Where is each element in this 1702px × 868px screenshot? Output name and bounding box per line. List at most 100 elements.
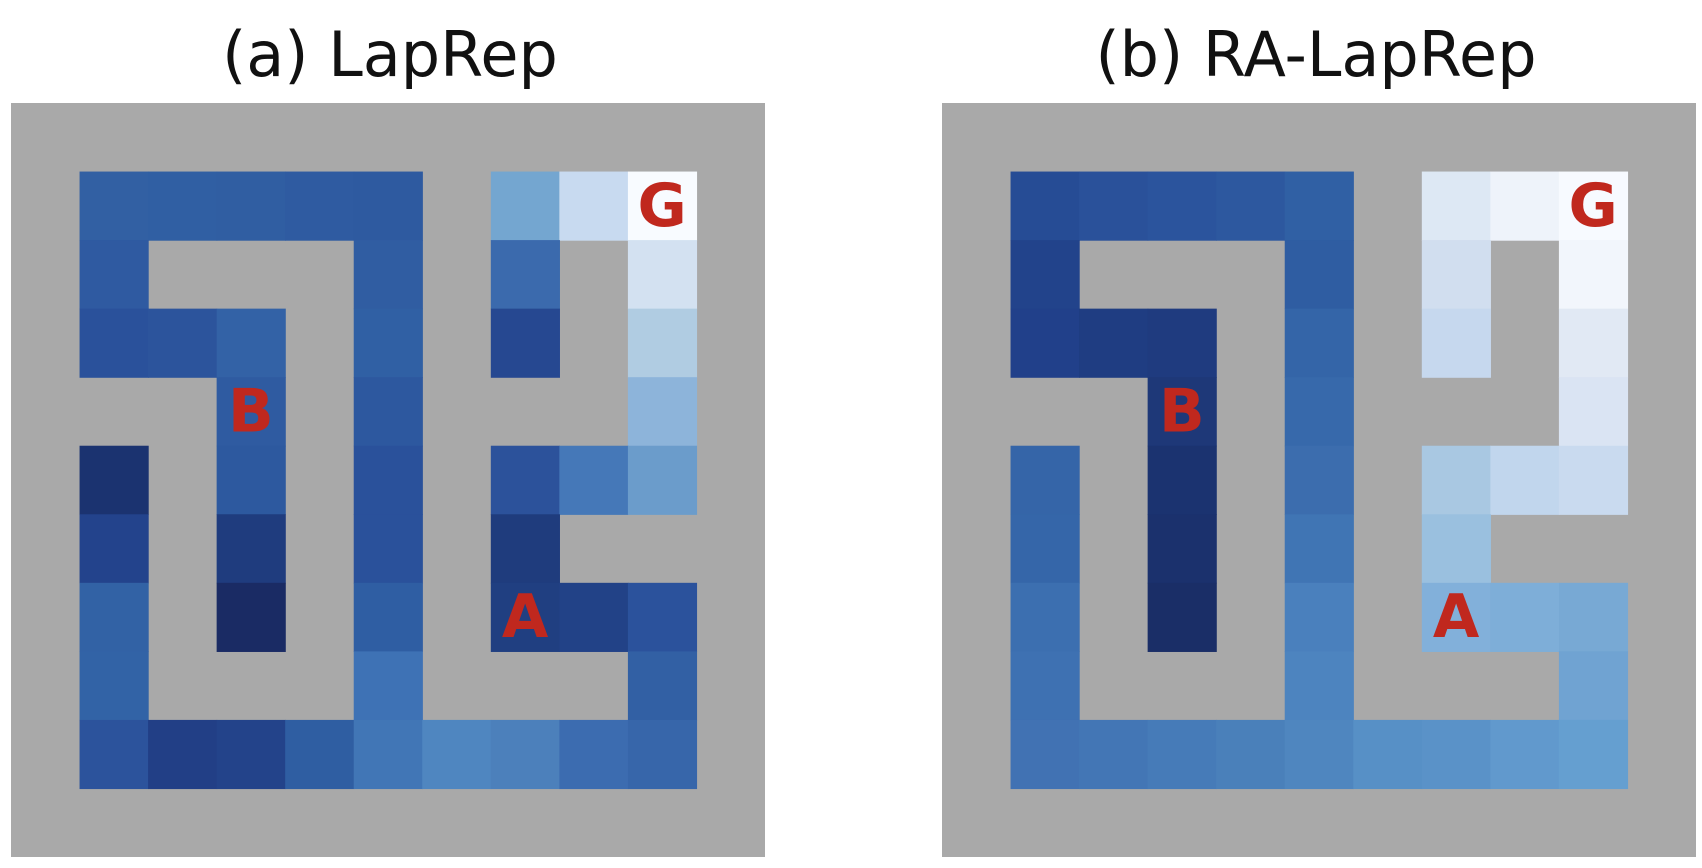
maze-cell <box>1147 171 1217 241</box>
maze-cell <box>285 719 355 790</box>
panel-b-title: (b) RA-LapRep <box>1095 18 1537 91</box>
maze-cell <box>1490 445 1560 515</box>
maze-cell <box>422 719 492 790</box>
maze-cell <box>1216 719 1286 790</box>
maze-cell <box>1147 514 1217 584</box>
maze-cell <box>1421 171 1491 241</box>
maze-cell <box>559 719 629 790</box>
maze-cell <box>1558 377 1629 447</box>
maze-cell <box>353 514 423 584</box>
panel-b-marker-g: G <box>1569 171 1618 241</box>
maze-cell <box>1558 240 1629 310</box>
maze-cell <box>1558 445 1629 515</box>
maze-cell <box>490 445 560 515</box>
maze-cell <box>627 582 698 652</box>
maze-cell <box>1079 171 1149 241</box>
maze-cell <box>1284 377 1354 447</box>
panel-a-marker-g: G <box>638 171 687 241</box>
maze-cell <box>627 377 698 447</box>
maze-cell <box>1284 171 1354 241</box>
maze-cell <box>1421 514 1491 584</box>
maze-cell <box>1147 582 1217 652</box>
maze-cell <box>1421 445 1491 515</box>
maze-cell <box>627 651 698 721</box>
maze-cell <box>1010 171 1080 241</box>
maze-cell <box>148 719 218 790</box>
maze-cell <box>216 308 286 378</box>
maze-cell <box>1010 582 1080 652</box>
maze-cell <box>353 651 423 721</box>
maze-cell <box>490 514 560 584</box>
maze-cell <box>1284 651 1354 721</box>
maze-cell <box>1558 171 1629 241</box>
maze-cell <box>1558 651 1629 721</box>
maze-cell <box>1284 445 1354 515</box>
maze-cell <box>79 582 149 652</box>
maze-cell <box>353 240 423 310</box>
maze-cell <box>1010 514 1080 584</box>
maze-cell <box>79 308 149 378</box>
maze-cell <box>216 719 286 790</box>
maze-cell <box>79 240 149 310</box>
maze-cell <box>1490 171 1560 241</box>
maze-cell <box>1284 308 1354 378</box>
maze-cell <box>353 582 423 652</box>
maze-cell <box>1079 308 1149 378</box>
maze-cell <box>353 308 423 378</box>
maze-cell <box>1010 240 1080 310</box>
panel-a-title: (a) LapRep <box>222 18 558 91</box>
maze-cell <box>216 377 286 447</box>
panel-b-marker-a: A <box>1433 582 1480 652</box>
maze-cell <box>79 719 149 790</box>
maze-cell <box>1284 719 1354 790</box>
maze-cell <box>1284 514 1354 584</box>
maze-cell <box>1558 582 1629 652</box>
maze-cell <box>490 719 560 790</box>
maze-cell <box>559 171 629 241</box>
maze-cell <box>1558 308 1629 378</box>
maze-cell <box>353 719 423 790</box>
maze-cell <box>216 582 286 652</box>
panel-a-marker-a: A <box>502 582 549 652</box>
maze-cell <box>1010 445 1080 515</box>
maze-cell <box>627 308 698 378</box>
maze-cell <box>353 445 423 515</box>
maze-cell <box>79 651 149 721</box>
maze-cell <box>285 171 355 241</box>
maze-cell <box>1353 719 1423 790</box>
panel-a-maze: G B A <box>11 103 765 857</box>
maze-cell <box>559 445 629 515</box>
maze-cell <box>79 514 149 584</box>
maze-cell <box>490 308 560 378</box>
maze-cell <box>1421 308 1491 378</box>
maze-cell <box>1147 377 1217 447</box>
maze-cell <box>1147 445 1217 515</box>
maze-cell <box>1421 240 1491 310</box>
maze-cell <box>559 582 629 652</box>
maze-cell <box>1558 719 1629 790</box>
maze-cell <box>627 445 698 515</box>
maze-cell <box>148 308 218 378</box>
maze-cell <box>1490 719 1560 790</box>
maze-cell <box>1284 240 1354 310</box>
maze-cell <box>1010 651 1080 721</box>
maze-cell <box>490 240 560 310</box>
maze-cell <box>627 240 698 310</box>
maze-cell <box>1147 308 1217 378</box>
panel-b-marker-b: B <box>1159 376 1205 446</box>
maze-cell <box>490 171 560 241</box>
maze-cell <box>627 719 698 790</box>
maze-cell <box>1490 582 1560 652</box>
maze-cell <box>216 514 286 584</box>
maze-cell <box>1284 582 1354 652</box>
maze-cell <box>1147 719 1217 790</box>
maze-cell <box>79 445 149 515</box>
maze-cell <box>1010 719 1080 790</box>
maze-cell <box>490 582 560 652</box>
maze-cell <box>627 171 698 241</box>
panel-a-marker-b: B <box>228 376 274 446</box>
maze-cell <box>1079 719 1149 790</box>
maze-cell <box>1421 582 1491 652</box>
maze-cell <box>1010 308 1080 378</box>
